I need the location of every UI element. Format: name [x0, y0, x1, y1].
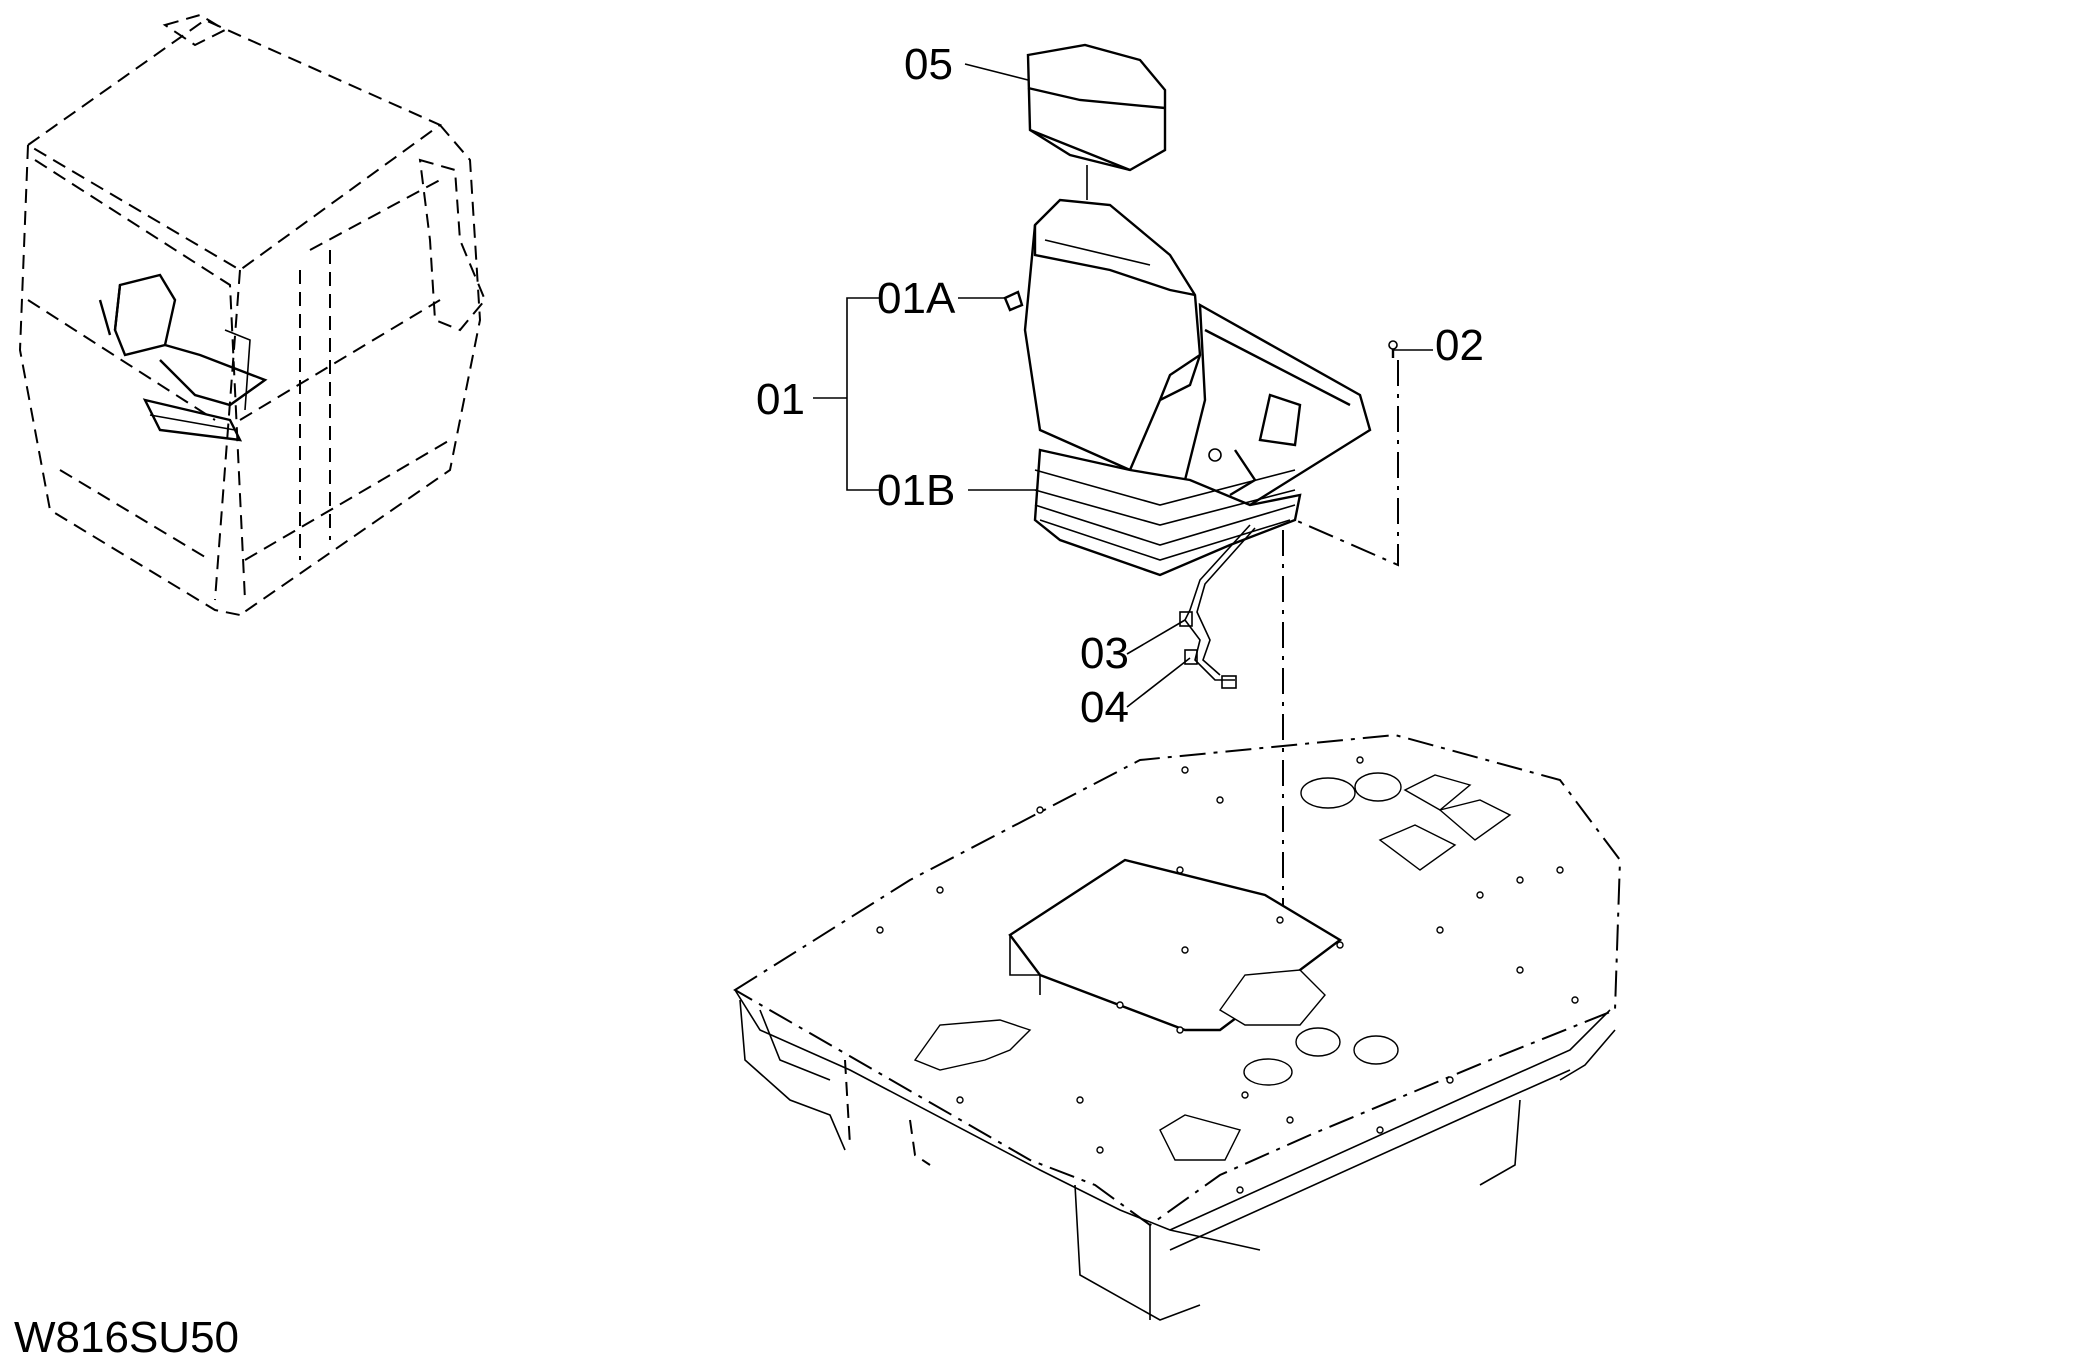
callout-02: 02 — [1435, 321, 1484, 370]
cab-floor-frame — [733, 733, 1622, 1321]
cab-seat-thumbnail — [98, 273, 268, 442]
headrest-05 — [1026, 43, 1167, 172]
callout-04: 04 — [1080, 683, 1129, 732]
callout-05: 05 — [904, 40, 953, 89]
callout-01: 01 — [756, 375, 805, 424]
cab-locator-view — [18, 13, 487, 616]
operator-seat-01 — [1003, 198, 1372, 689]
drawing-code: W816SU50 — [14, 1313, 239, 1361]
frame-fastener-dots — [876, 756, 1579, 1194]
bolt-02 — [1388, 340, 1398, 358]
callout-leaders — [813, 63, 1433, 920]
callout-01A: 01A — [877, 274, 956, 323]
callout-03: 03 — [1080, 629, 1129, 678]
callout-01B: 01B — [877, 466, 955, 515]
callout-labels: 05 01A 01 01B 02 03 04 — [756, 40, 1484, 732]
